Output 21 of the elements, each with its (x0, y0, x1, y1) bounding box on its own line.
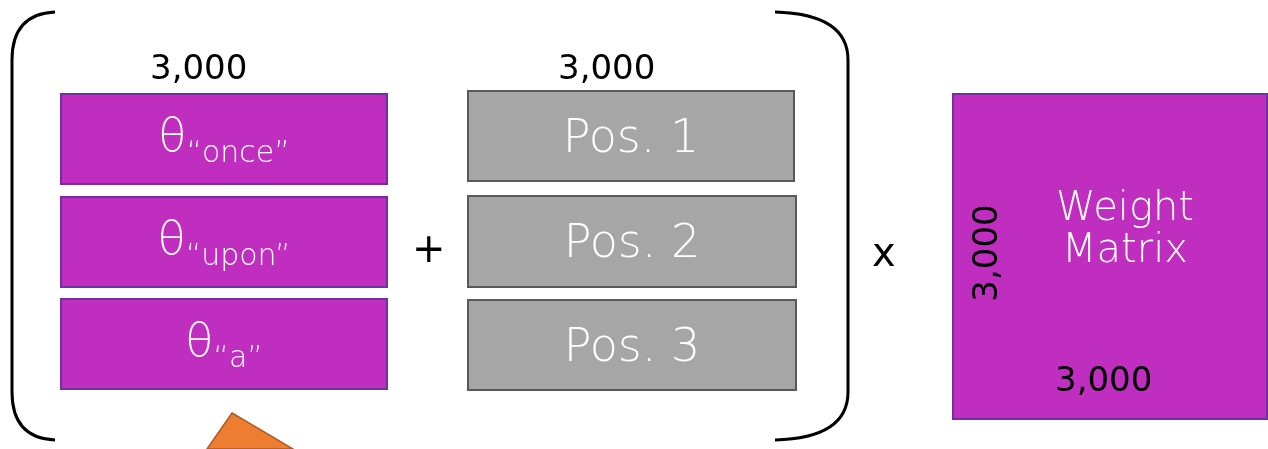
plus-sign: + (412, 228, 446, 268)
dimension-label: 3,000 (558, 50, 656, 84)
embedding-box (952, 93, 1268, 420)
box-label: Pos. 1 (562, 111, 700, 161)
box-label: Pos. 2 (563, 217, 701, 266)
box-label: Pos. 3 (563, 320, 701, 370)
position-box (467, 90, 795, 182)
position-box (467, 299, 797, 391)
box-label: θ$_{“upon”}$ (157, 214, 291, 270)
dimension-label: 3,000 (968, 204, 1002, 302)
embedding-box (60, 196, 388, 288)
dimension-label: 3,000 (150, 50, 248, 84)
embedding-box (60, 93, 388, 185)
box-label: Weight Matrix (1055, 184, 1195, 269)
embedding-box (60, 298, 388, 390)
box-label: θ$_{“once”}$ (158, 111, 290, 167)
position-box (467, 195, 797, 288)
dimension-label: 3,000 (1055, 362, 1153, 396)
pointer-triangle (206, 412, 294, 449)
multiply-sign: x (872, 232, 896, 272)
box-label: θ$_{“a”}$ (185, 316, 263, 372)
